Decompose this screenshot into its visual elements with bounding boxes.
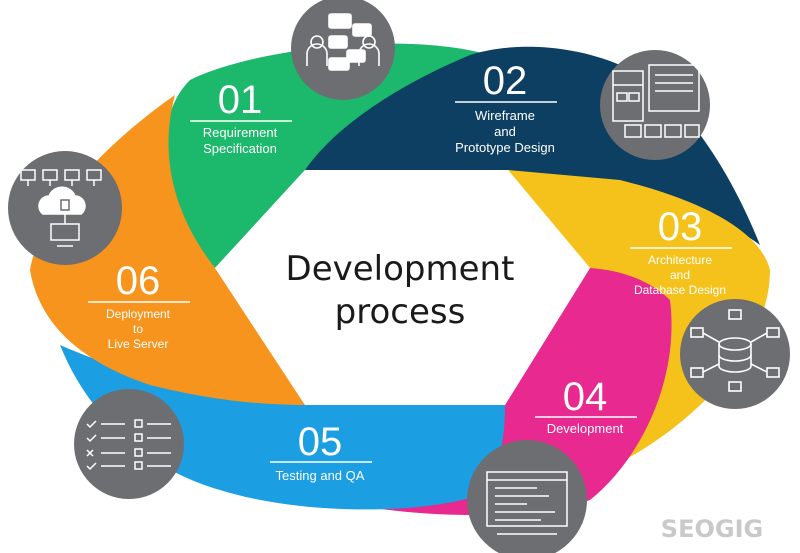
- step-label-line: Prototype Design: [455, 140, 555, 155]
- checklist-icon: [74, 389, 184, 499]
- step-label-line: Deployment: [106, 307, 171, 321]
- step-number: 04: [563, 375, 608, 419]
- watermark: SEOGIG: [661, 515, 763, 543]
- step-label-line: Architecture: [648, 253, 712, 267]
- cloud-server-icon: [8, 151, 122, 265]
- step-label-line: Wireframe: [475, 108, 535, 123]
- step-label-line: and: [670, 268, 690, 282]
- step-06-label: 06 Deployment to Live Server: [88, 259, 190, 351]
- step-label-line: Testing and QA: [276, 468, 365, 483]
- step-label-line: Database Design: [634, 283, 726, 297]
- step-02-label: 02 Wireframe and Prototype Design: [455, 59, 557, 155]
- segment-01: [165, 43, 491, 268]
- wireframe-icon: [600, 50, 710, 160]
- step-number: 03: [658, 205, 703, 249]
- step-number: 01: [218, 78, 263, 122]
- title-line-1: Development: [286, 249, 515, 289]
- step-label-line: Live Server: [108, 337, 169, 351]
- segment-04: [330, 268, 672, 515]
- step-label-line: Specification: [203, 141, 277, 156]
- step-03-label: 03 Architecture and Database Design: [630, 205, 732, 297]
- code-editor-icon: [467, 440, 587, 553]
- step-01-label: 01 Requirement Specification: [190, 78, 292, 156]
- discussion-icon: [291, 0, 395, 100]
- step-number: 06: [116, 259, 161, 303]
- step-label-line: Requirement: [203, 125, 278, 140]
- step-number: 05: [298, 420, 343, 464]
- title-line-2: process: [335, 292, 466, 332]
- step-05-label: 05 Testing and QA: [270, 420, 372, 483]
- step-label-line: to: [133, 322, 143, 336]
- center-hexagon: [215, 170, 590, 405]
- step-label-line: and: [494, 124, 516, 139]
- step-number: 02: [483, 59, 528, 103]
- database-icon: [680, 299, 790, 409]
- step-label-line: Development: [547, 421, 624, 436]
- step-04-label: 04 Development: [535, 375, 637, 436]
